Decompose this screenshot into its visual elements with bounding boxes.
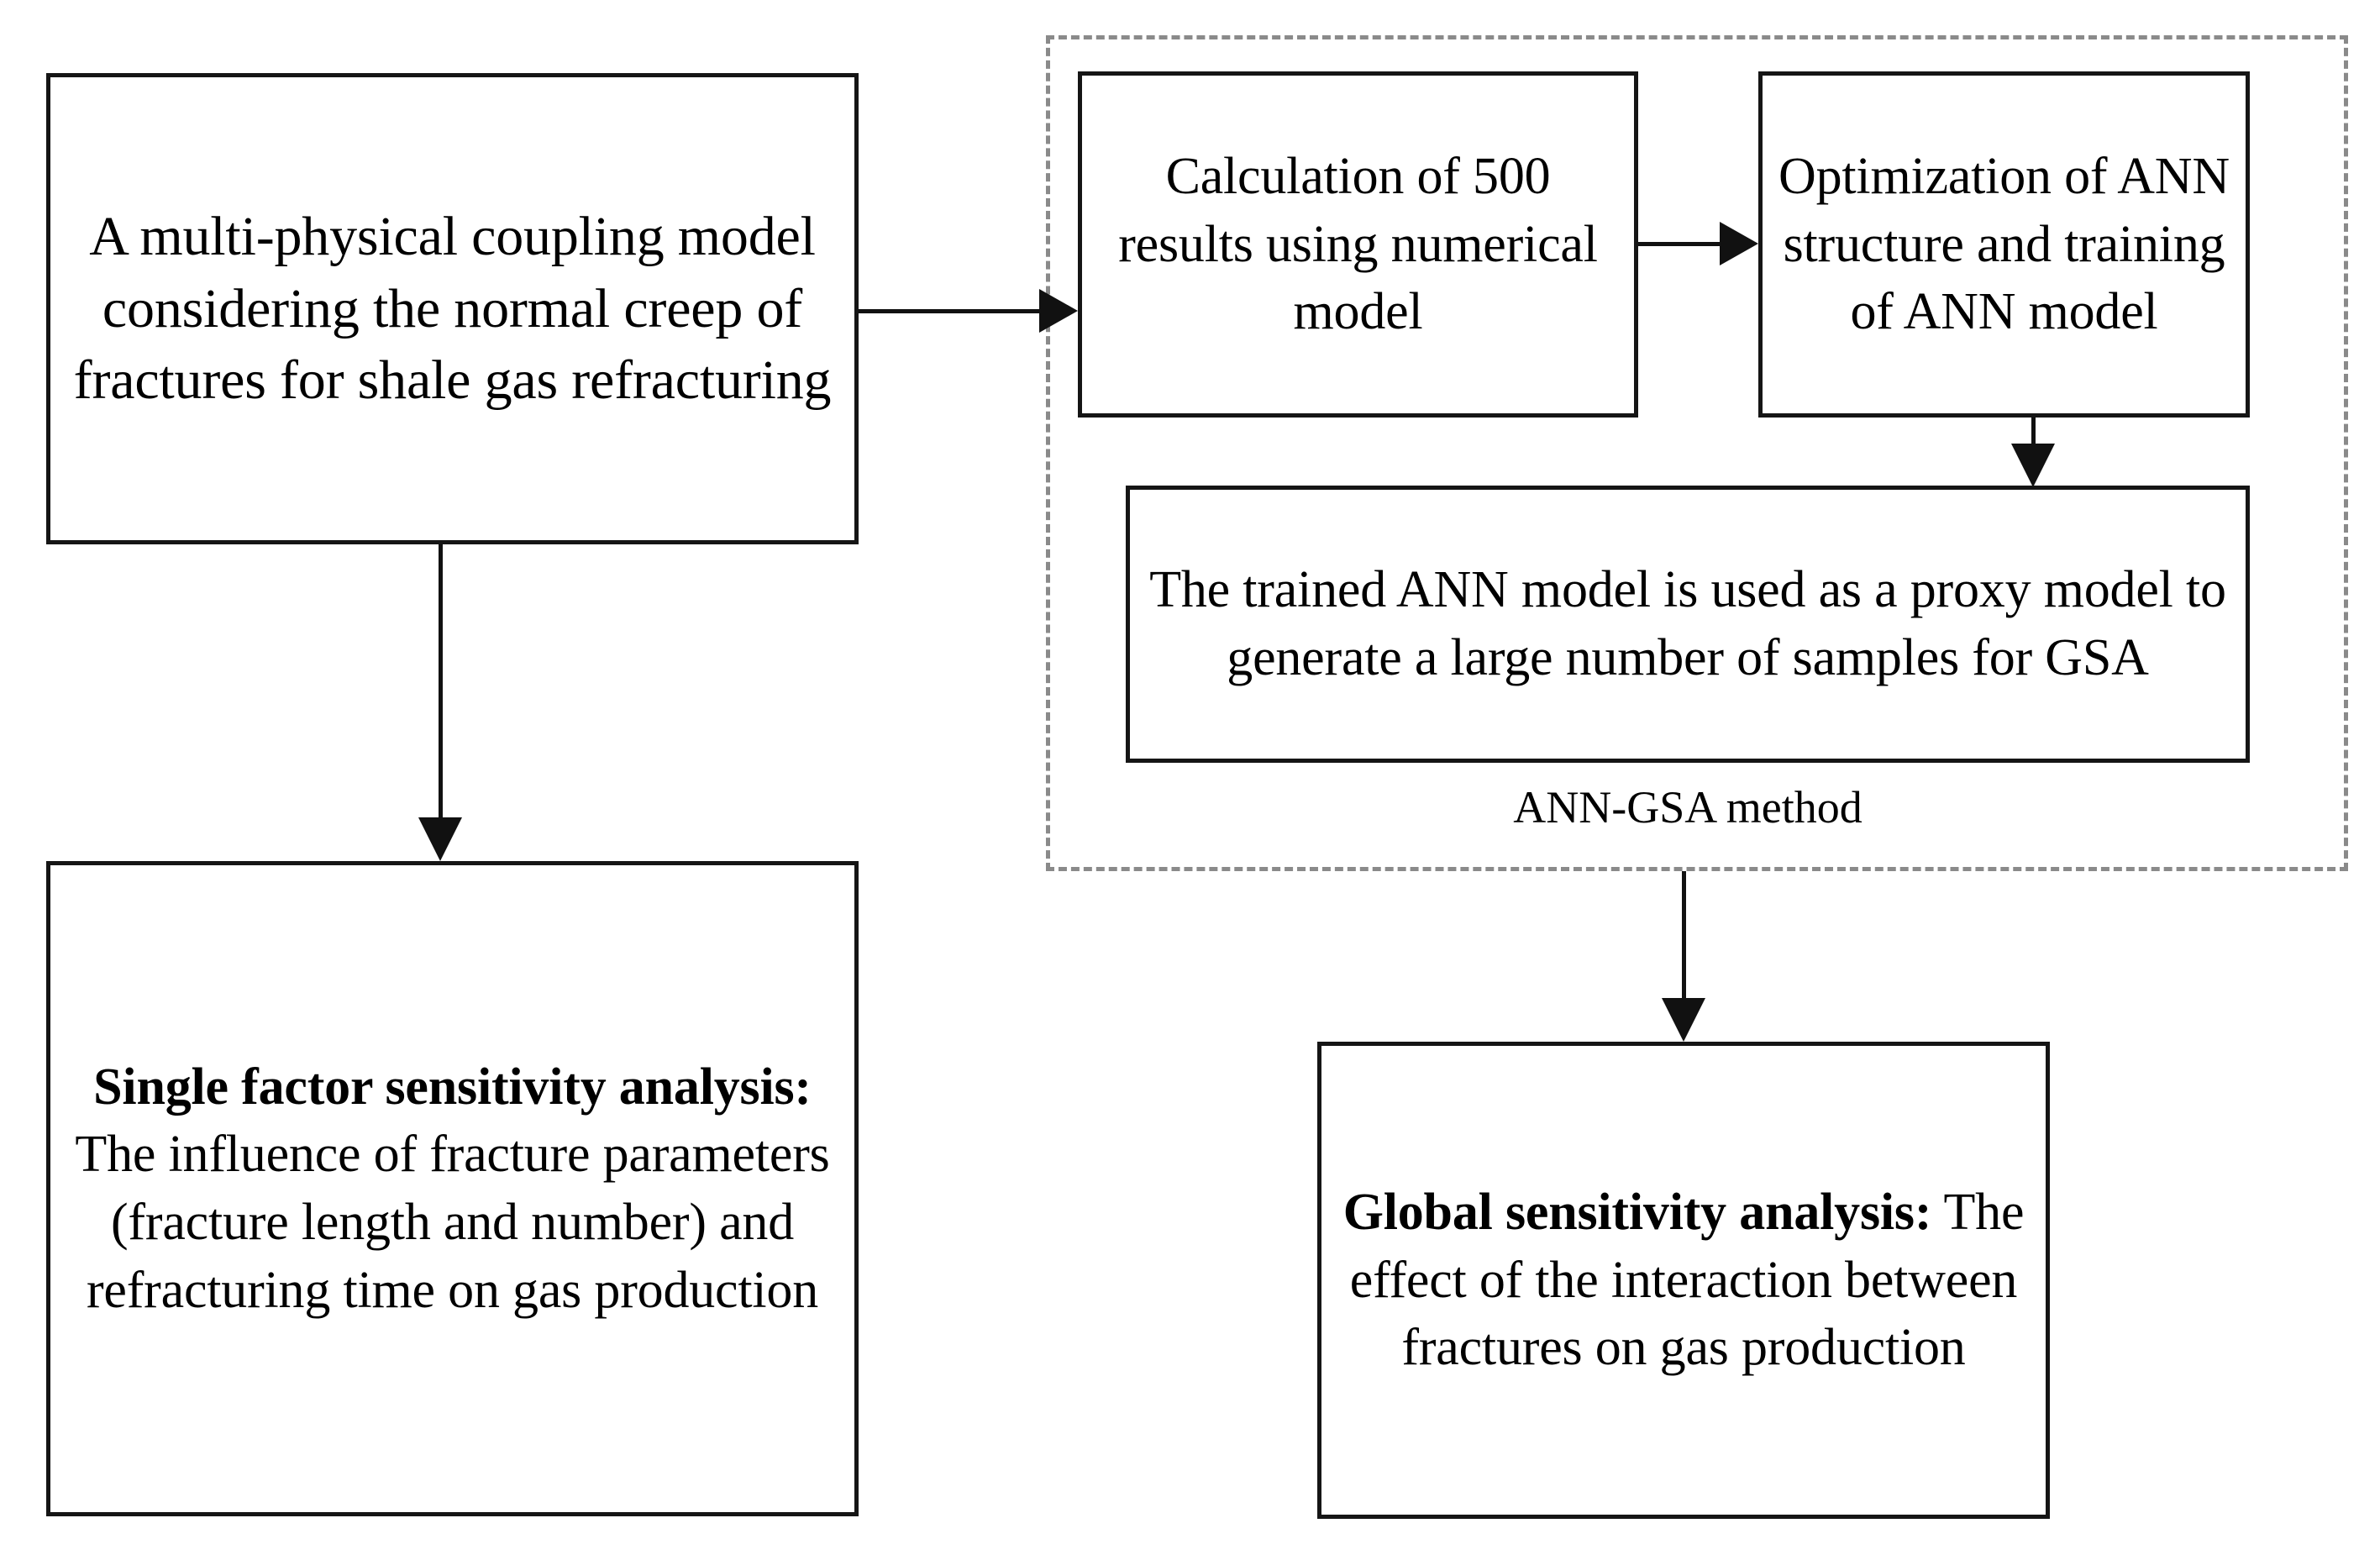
node-single-factor-sensitivity-analysis[interactable]: Single factor sensitivity analysis: The … <box>46 861 859 1516</box>
node-optimization-ann-structure[interactable]: Optimization of ANN structure and traini… <box>1758 71 2250 418</box>
node-calculation-500-results[interactable]: Calculation of 500 results using numeric… <box>1078 71 1638 418</box>
node-global-rest: The effect of the interaction between fr… <box>1349 1184 2025 1377</box>
edge-model-to-calculation-line <box>859 309 1039 313</box>
node-single-factor-rest: The influence of fracture parameters (fr… <box>75 1126 830 1319</box>
ann-gsa-method-group <box>1046 35 2348 871</box>
edge-group-to-global-arrowhead <box>1662 998 1705 1042</box>
edge-group-to-global-line <box>1682 871 1686 1000</box>
node-trained-ann-proxy-model-label: The trained ANN model is used as a proxy… <box>1149 561 2226 686</box>
node-global-lead: Global sensitivity analysis: <box>1342 1184 1932 1242</box>
node-global-sensitivity-analysis-label: Global sensitivity analysis: The effect … <box>1321 1179 2046 1382</box>
edge-optimization-to-proxy-line <box>2031 418 2036 455</box>
ann-gsa-method-group-label: ANN-GSA method <box>1513 782 1862 833</box>
node-calculation-500-results-label: Calculation of 500 results using numeric… <box>1118 148 1598 341</box>
edge-model-to-single-factor-arrowhead <box>418 817 462 861</box>
node-global-sensitivity-analysis[interactable]: Global sensitivity analysis: The effect … <box>1317 1042 2050 1519</box>
edge-model-to-single-factor-line <box>439 544 443 822</box>
edge-calculation-to-optimization-arrowhead <box>1720 222 1758 265</box>
node-single-factor-sensitivity-analysis-label: Single factor sensitivity analysis: The … <box>50 1053 854 1324</box>
edge-calculation-to-optimization-line <box>1638 242 1720 246</box>
node-multiphysical-coupling-model-label: A multi-physical coupling model consider… <box>73 205 832 412</box>
node-optimization-ann-structure-label: Optimization of ANN structure and traini… <box>1778 148 2230 341</box>
node-single-factor-lead: Single factor sensitivity analysis: <box>93 1058 812 1116</box>
edge-optimization-to-proxy-arrowhead <box>2011 444 2055 487</box>
node-trained-ann-proxy-model[interactable]: The trained ANN model is used as a proxy… <box>1126 486 2250 763</box>
edge-model-to-calculation-arrowhead <box>1039 289 1078 333</box>
node-multiphysical-coupling-model[interactable]: A multi-physical coupling model consider… <box>46 73 859 544</box>
